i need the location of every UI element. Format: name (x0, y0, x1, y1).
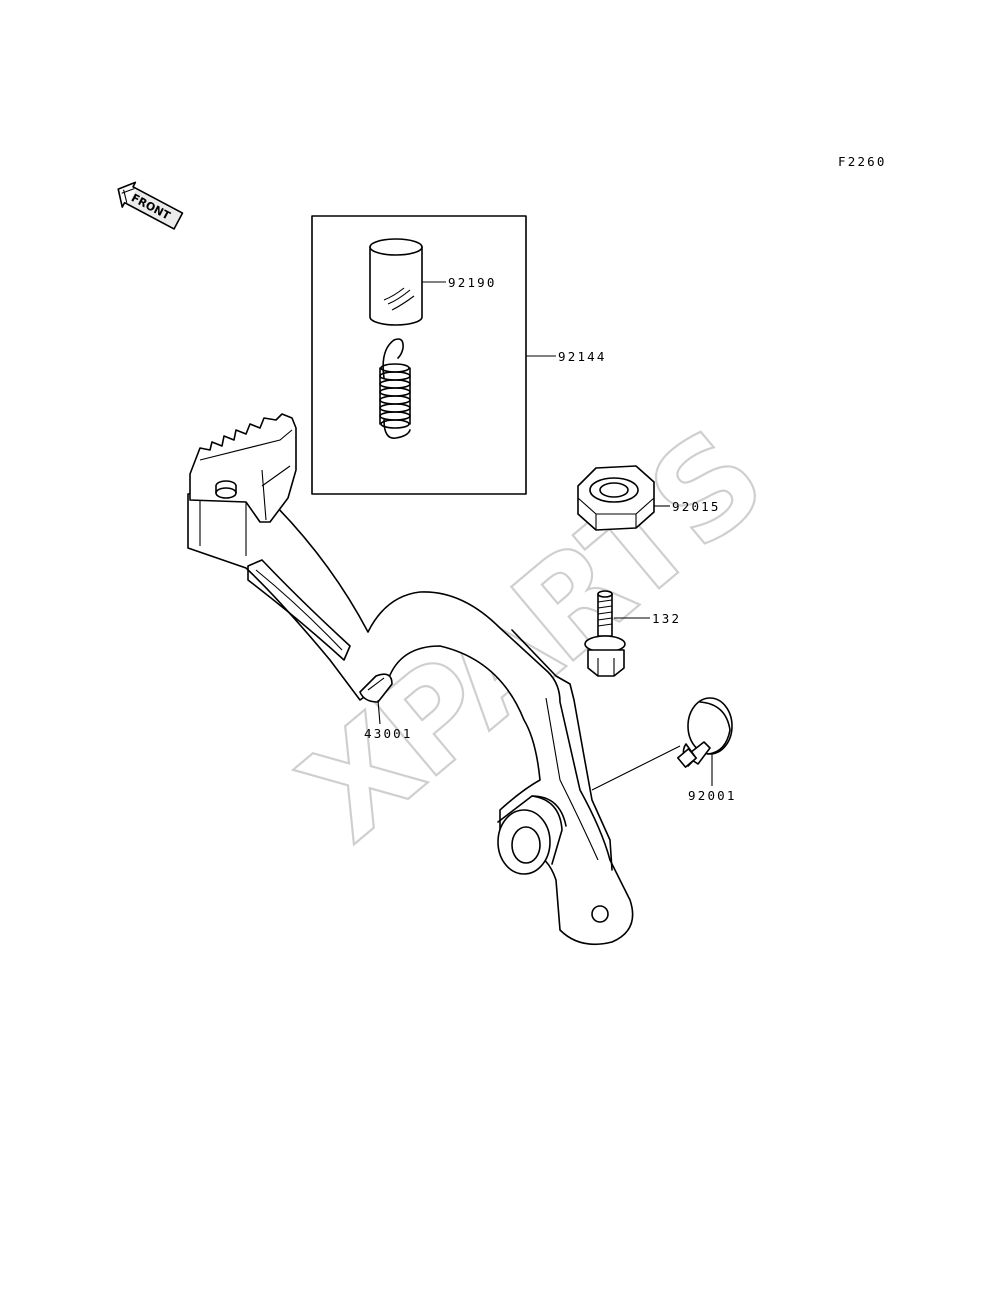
part-number-92144: 92144 (558, 349, 607, 364)
front-arrow-icon: FRONT (117, 181, 184, 230)
pivot-bolt-part (676, 697, 733, 768)
brake-pedal-part (187, 413, 634, 946)
bolt-part (584, 590, 626, 677)
part-number-43001: 43001 (364, 726, 413, 741)
part-number-92015: 92015 (672, 499, 721, 514)
spring-kit-box (311, 215, 527, 495)
leader-lines (377, 281, 713, 791)
figure-code: F2260 (838, 154, 887, 169)
part-number-92001: 92001 (688, 788, 737, 803)
footpeg-part (189, 413, 297, 523)
collar-part (369, 238, 423, 326)
part-number-92190: 92190 (448, 275, 497, 290)
spring-part (379, 338, 411, 439)
nut-part (577, 465, 655, 531)
part-number-132: 132 (652, 611, 681, 626)
